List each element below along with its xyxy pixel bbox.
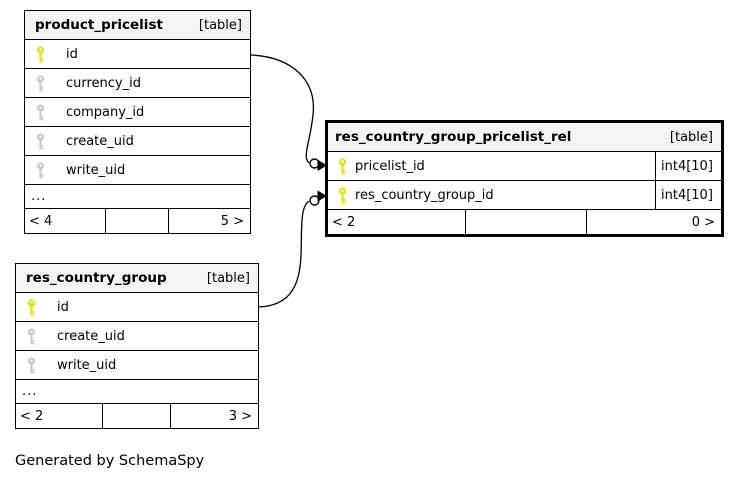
table-header: res_country_group_pricelist_rel [table] — [328, 123, 721, 152]
column-type: int4[10] — [655, 152, 721, 180]
column-name: company_id — [66, 104, 145, 120]
footer-children-count: < 2 — [328, 210, 466, 234]
footer-spacer — [466, 210, 588, 234]
connector-circle — [309, 195, 320, 206]
table-footer: < 2 0 > — [328, 210, 721, 234]
footer-parents-count: 5 > — [220, 213, 244, 229]
key-icon — [36, 161, 45, 179]
column-row-write-uid: write_uid — [25, 156, 250, 185]
column-row-id: id — [16, 293, 258, 322]
table-name[interactable]: product_pricelist — [35, 17, 163, 33]
column-type: int4[10] — [655, 181, 721, 209]
column-name: pricelist_id — [355, 158, 425, 174]
table-header: product_pricelist [table] — [25, 11, 250, 40]
column-name: id — [66, 46, 78, 62]
footer-parents-count: 3 > — [228, 408, 252, 424]
table-res-country-group-pricelist-rel: res_country_group_pricelist_rel [table] … — [325, 120, 724, 237]
column-name: write_uid — [66, 162, 126, 178]
ellipsis-row: ... — [16, 380, 258, 404]
table-res-country-group: res_country_group [table] id create_uid … — [15, 263, 259, 429]
key-icon — [36, 132, 45, 150]
relationship-line-pricelist — [250, 54, 315, 164]
column-row-create-uid: create_uid — [25, 127, 250, 156]
key-icon — [36, 103, 45, 121]
table-tag: [table] — [198, 17, 242, 33]
primary-key-icon — [338, 157, 347, 175]
ellipsis-row: ... — [25, 185, 250, 209]
footer-children-count: < 4 — [25, 209, 106, 233]
table-tag: [table] — [206, 270, 250, 286]
key-icon — [27, 356, 36, 374]
primary-key-icon — [338, 186, 347, 204]
column-name: write_uid — [57, 357, 117, 373]
key-icon — [27, 327, 36, 345]
table-name[interactable]: res_country_group — [26, 270, 167, 286]
column-row-res-country-group-id: res_country_group_id int4[10] — [328, 181, 721, 210]
table-footer: < 2 3 > — [16, 404, 258, 428]
table-footer: < 4 5 > — [25, 209, 250, 233]
table-tag: [table] — [669, 129, 713, 145]
column-row-company-id: company_id — [25, 98, 250, 127]
footer-spacer — [103, 404, 171, 428]
column-row-create-uid: create_uid — [16, 322, 258, 351]
footer-parents-count: 0 > — [691, 214, 715, 230]
footer-children-count: < 2 — [16, 404, 104, 428]
column-row-write-uid: write_uid — [16, 351, 258, 380]
column-row-id: id — [25, 40, 250, 69]
column-row-currency-id: currency_id — [25, 69, 250, 98]
relationship-line-country-group — [257, 200, 310, 308]
generated-by-note: Generated by SchemaSpy — [15, 453, 205, 469]
column-name: res_country_group_id — [355, 187, 494, 203]
table-name[interactable]: res_country_group_pricelist_rel — [335, 129, 572, 145]
column-name: create_uid — [57, 328, 125, 344]
footer-spacer — [106, 209, 169, 233]
primary-key-icon — [36, 45, 45, 63]
column-name: currency_id — [66, 75, 142, 91]
primary-key-icon — [27, 298, 36, 316]
table-product-pricelist: product_pricelist [table] id currency_id… — [24, 10, 251, 234]
column-name: create_uid — [66, 133, 134, 149]
column-row-pricelist-id: pricelist_id int4[10] — [328, 152, 721, 181]
connector-circle — [309, 158, 320, 169]
column-name: id — [57, 299, 69, 315]
key-icon — [36, 74, 45, 92]
table-header: res_country_group [table] — [16, 264, 258, 293]
